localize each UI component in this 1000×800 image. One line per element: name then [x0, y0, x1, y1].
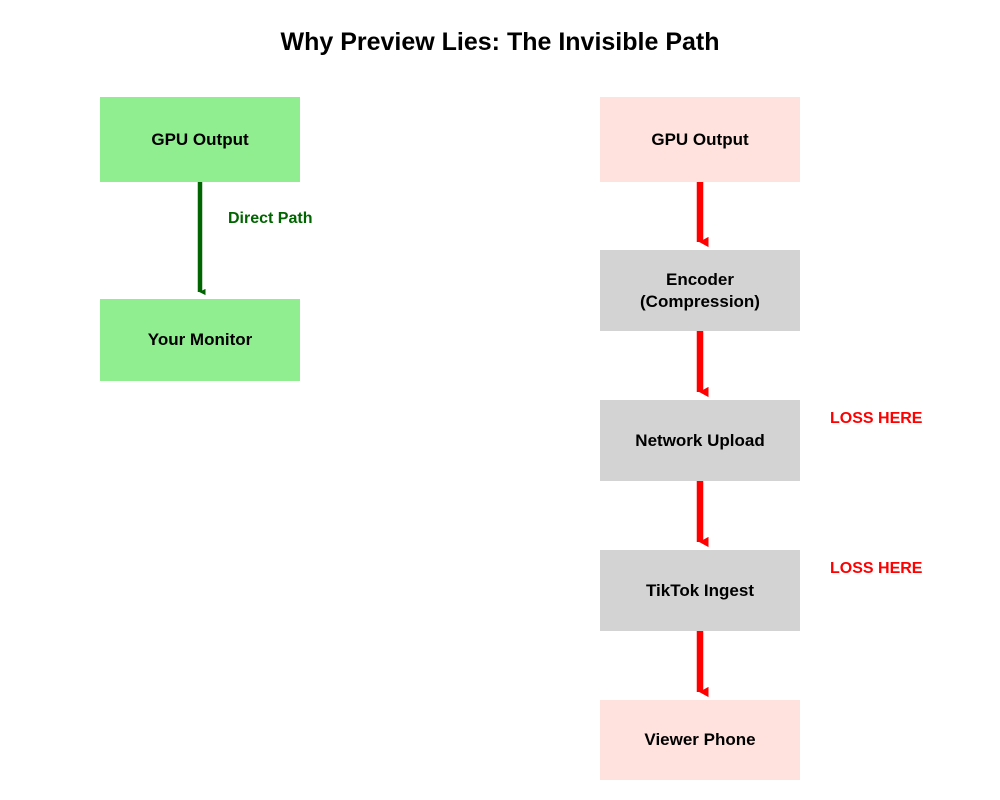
node-viewer-phone[interactable]: Viewer Phone [600, 700, 800, 780]
edge-label-direct-path: Direct Path [228, 210, 313, 227]
node-left-gpu-output[interactable]: GPU Output [100, 97, 300, 182]
node-tiktok-ingest[interactable]: TikTok Ingest [600, 550, 800, 631]
node-left-your-monitor[interactable]: Your Monitor [100, 299, 300, 381]
node-encoder[interactable]: Encoder (Compression) [600, 250, 800, 331]
annotation-loss-here-2: LOSS HERE [830, 560, 923, 577]
annotation-loss-here-1: LOSS HERE [830, 410, 923, 427]
node-network-upload[interactable]: Network Upload [600, 400, 800, 481]
page-title: Why Preview Lies: The Invisible Path [280, 28, 720, 56]
node-right-gpu-output[interactable]: GPU Output [600, 97, 800, 182]
